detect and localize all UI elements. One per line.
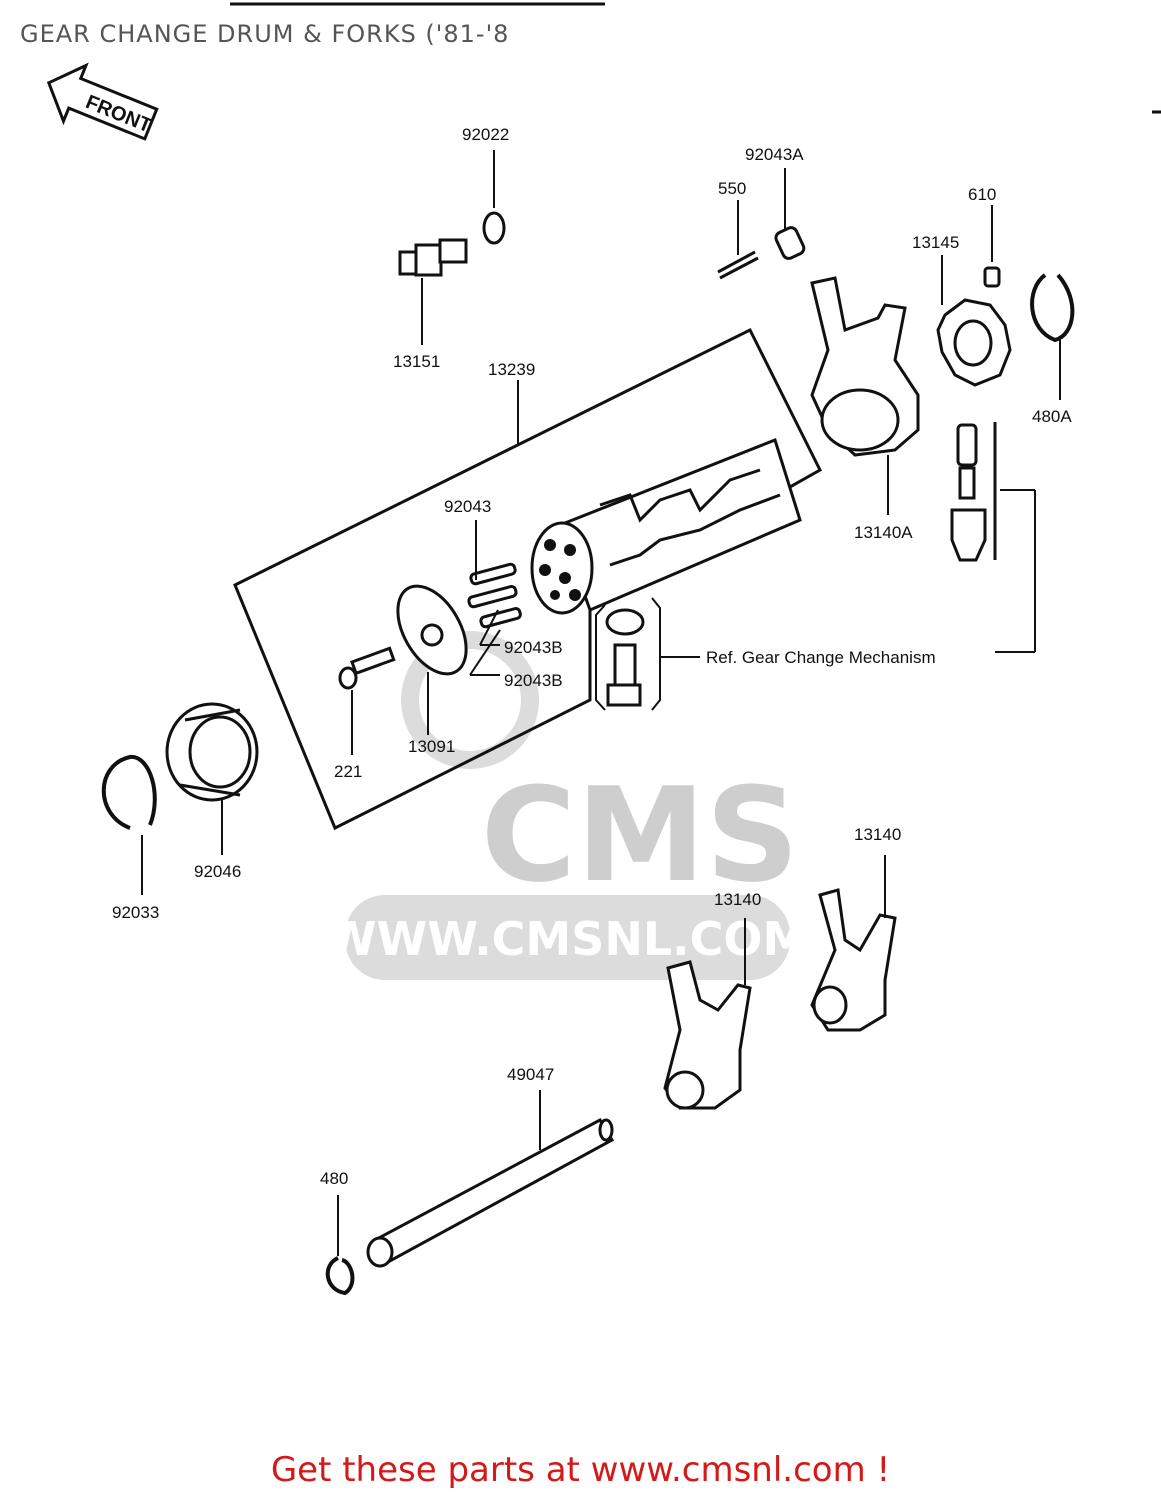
washer-92022 (482, 211, 506, 245)
page-title: GEAR CHANGE DRUM & FORKS ('81-'8 (20, 20, 510, 48)
label-13151: 13151 (393, 352, 440, 371)
label-480: 480 (320, 1169, 348, 1188)
circlip-92033 (101, 755, 157, 830)
circlip-480 (325, 1256, 355, 1296)
needle-bearing-92046 (165, 702, 259, 802)
detent-parts (950, 423, 987, 562)
circlip-480A (1030, 273, 1075, 343)
label-13145: 13145 (912, 233, 959, 252)
label-13239: 13239 (488, 360, 535, 379)
label-610: 610 (968, 185, 996, 204)
neutral-switch-13151 (398, 238, 468, 277)
label-92046: 92046 (194, 862, 241, 881)
cotter-pin-550 (717, 250, 759, 280)
shift-fork-13140-a (663, 960, 752, 1110)
pin-610 (983, 266, 1001, 288)
pin-92043A (774, 226, 806, 260)
label-49047: 49047 (507, 1065, 554, 1084)
drum-assembly-frame (233, 327, 822, 831)
label-92033: 92033 (112, 903, 159, 922)
watermark-brand: CMS (481, 759, 799, 911)
shift-fork-13140A (810, 276, 920, 457)
ref-note: Ref. Gear Change Mechanism (706, 648, 936, 667)
label-92022: 92022 (462, 125, 509, 144)
label-92043B-2: 92043B (504, 671, 563, 690)
label-92043A: 92043A (745, 145, 804, 164)
watermark-url: WWW.CMSNL.COM (326, 912, 809, 966)
label-13140-a: 13140 (714, 890, 761, 909)
label-221: 221 (334, 762, 362, 781)
footer-promo[interactable]: Get these parts at www.cmsnl.com ! (270, 1450, 891, 1490)
shift-fork-13140-b (810, 888, 897, 1032)
label-550: 550 (718, 179, 746, 198)
label-92043B-1: 92043B (504, 638, 563, 657)
label-480A: 480A (1032, 407, 1072, 426)
cam-plate-13145 (936, 298, 1012, 387)
front-arrow-icon: FRONT (46, 62, 159, 141)
watermark: WWW.CMSNL.COM CMS (326, 631, 809, 980)
drum-plate (396, 584, 468, 676)
shift-rod-49047 (366, 1118, 615, 1268)
watermark-url-banner (345, 895, 790, 980)
label-13091: 13091 (408, 737, 455, 756)
drum-bolt (605, 608, 645, 707)
label-13140-b: 13140 (854, 825, 901, 844)
label-13140A: 13140A (854, 523, 913, 542)
label-92043: 92043 (444, 497, 491, 516)
part-labels: 92022 92043A 550 610 13145 13151 13239 4… (112, 125, 1072, 1188)
gear-change-drum (530, 438, 802, 615)
screw-221 (338, 646, 396, 690)
